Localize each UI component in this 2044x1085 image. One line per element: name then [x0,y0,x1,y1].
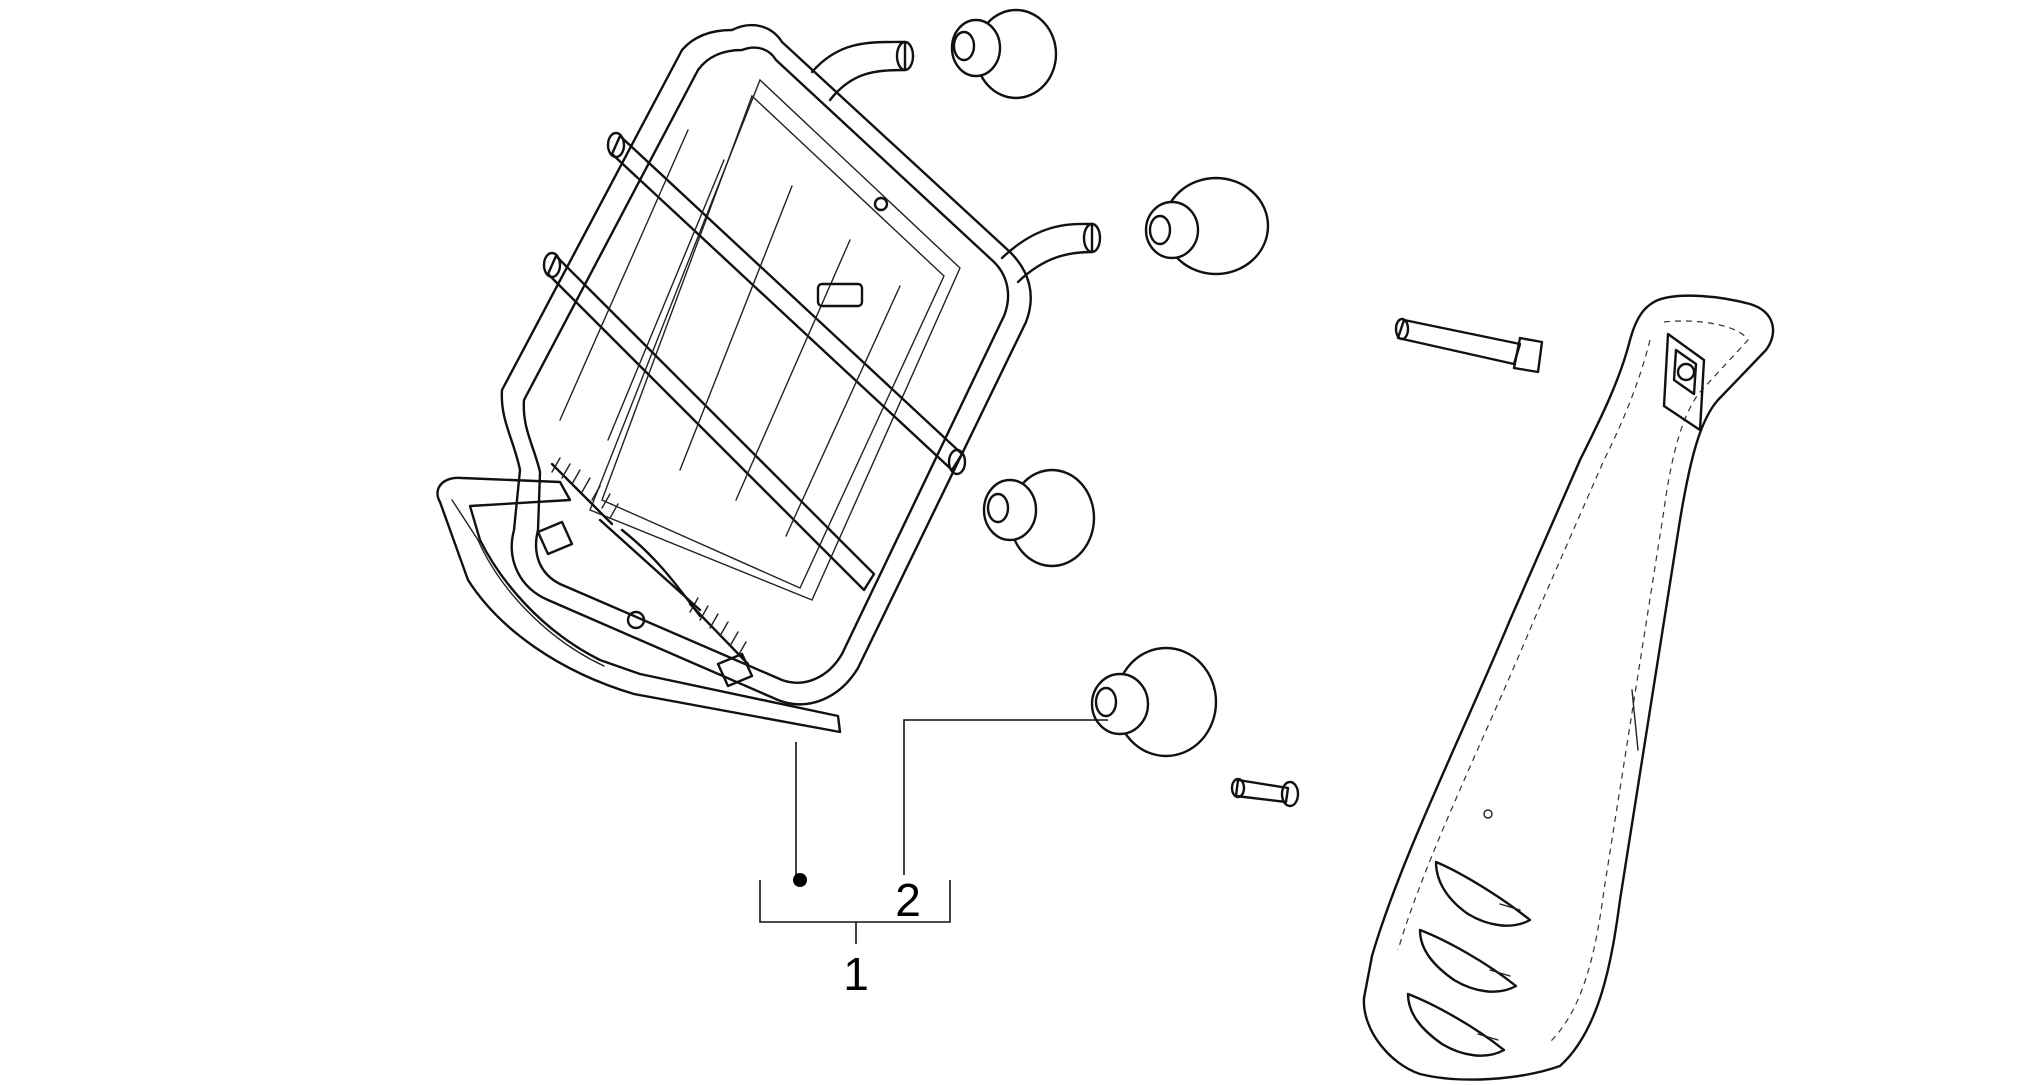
luggage-rack [436,23,1102,734]
spring-upper [550,457,619,526]
short-screw [1230,777,1300,808]
callout-leaders [759,719,1108,944]
rubber-buffer-3 [982,468,1096,568]
rubber-buffer-4 [1090,646,1218,758]
reference-dot [793,873,807,887]
callout-label-1: 1 [843,948,869,1000]
rubber-buffer-1 [950,8,1058,100]
callout-label-2: 2 [895,874,921,926]
rubber-buffer-2 [1144,176,1270,276]
side-cover [1362,294,1775,1081]
long-bolt [1394,317,1544,374]
